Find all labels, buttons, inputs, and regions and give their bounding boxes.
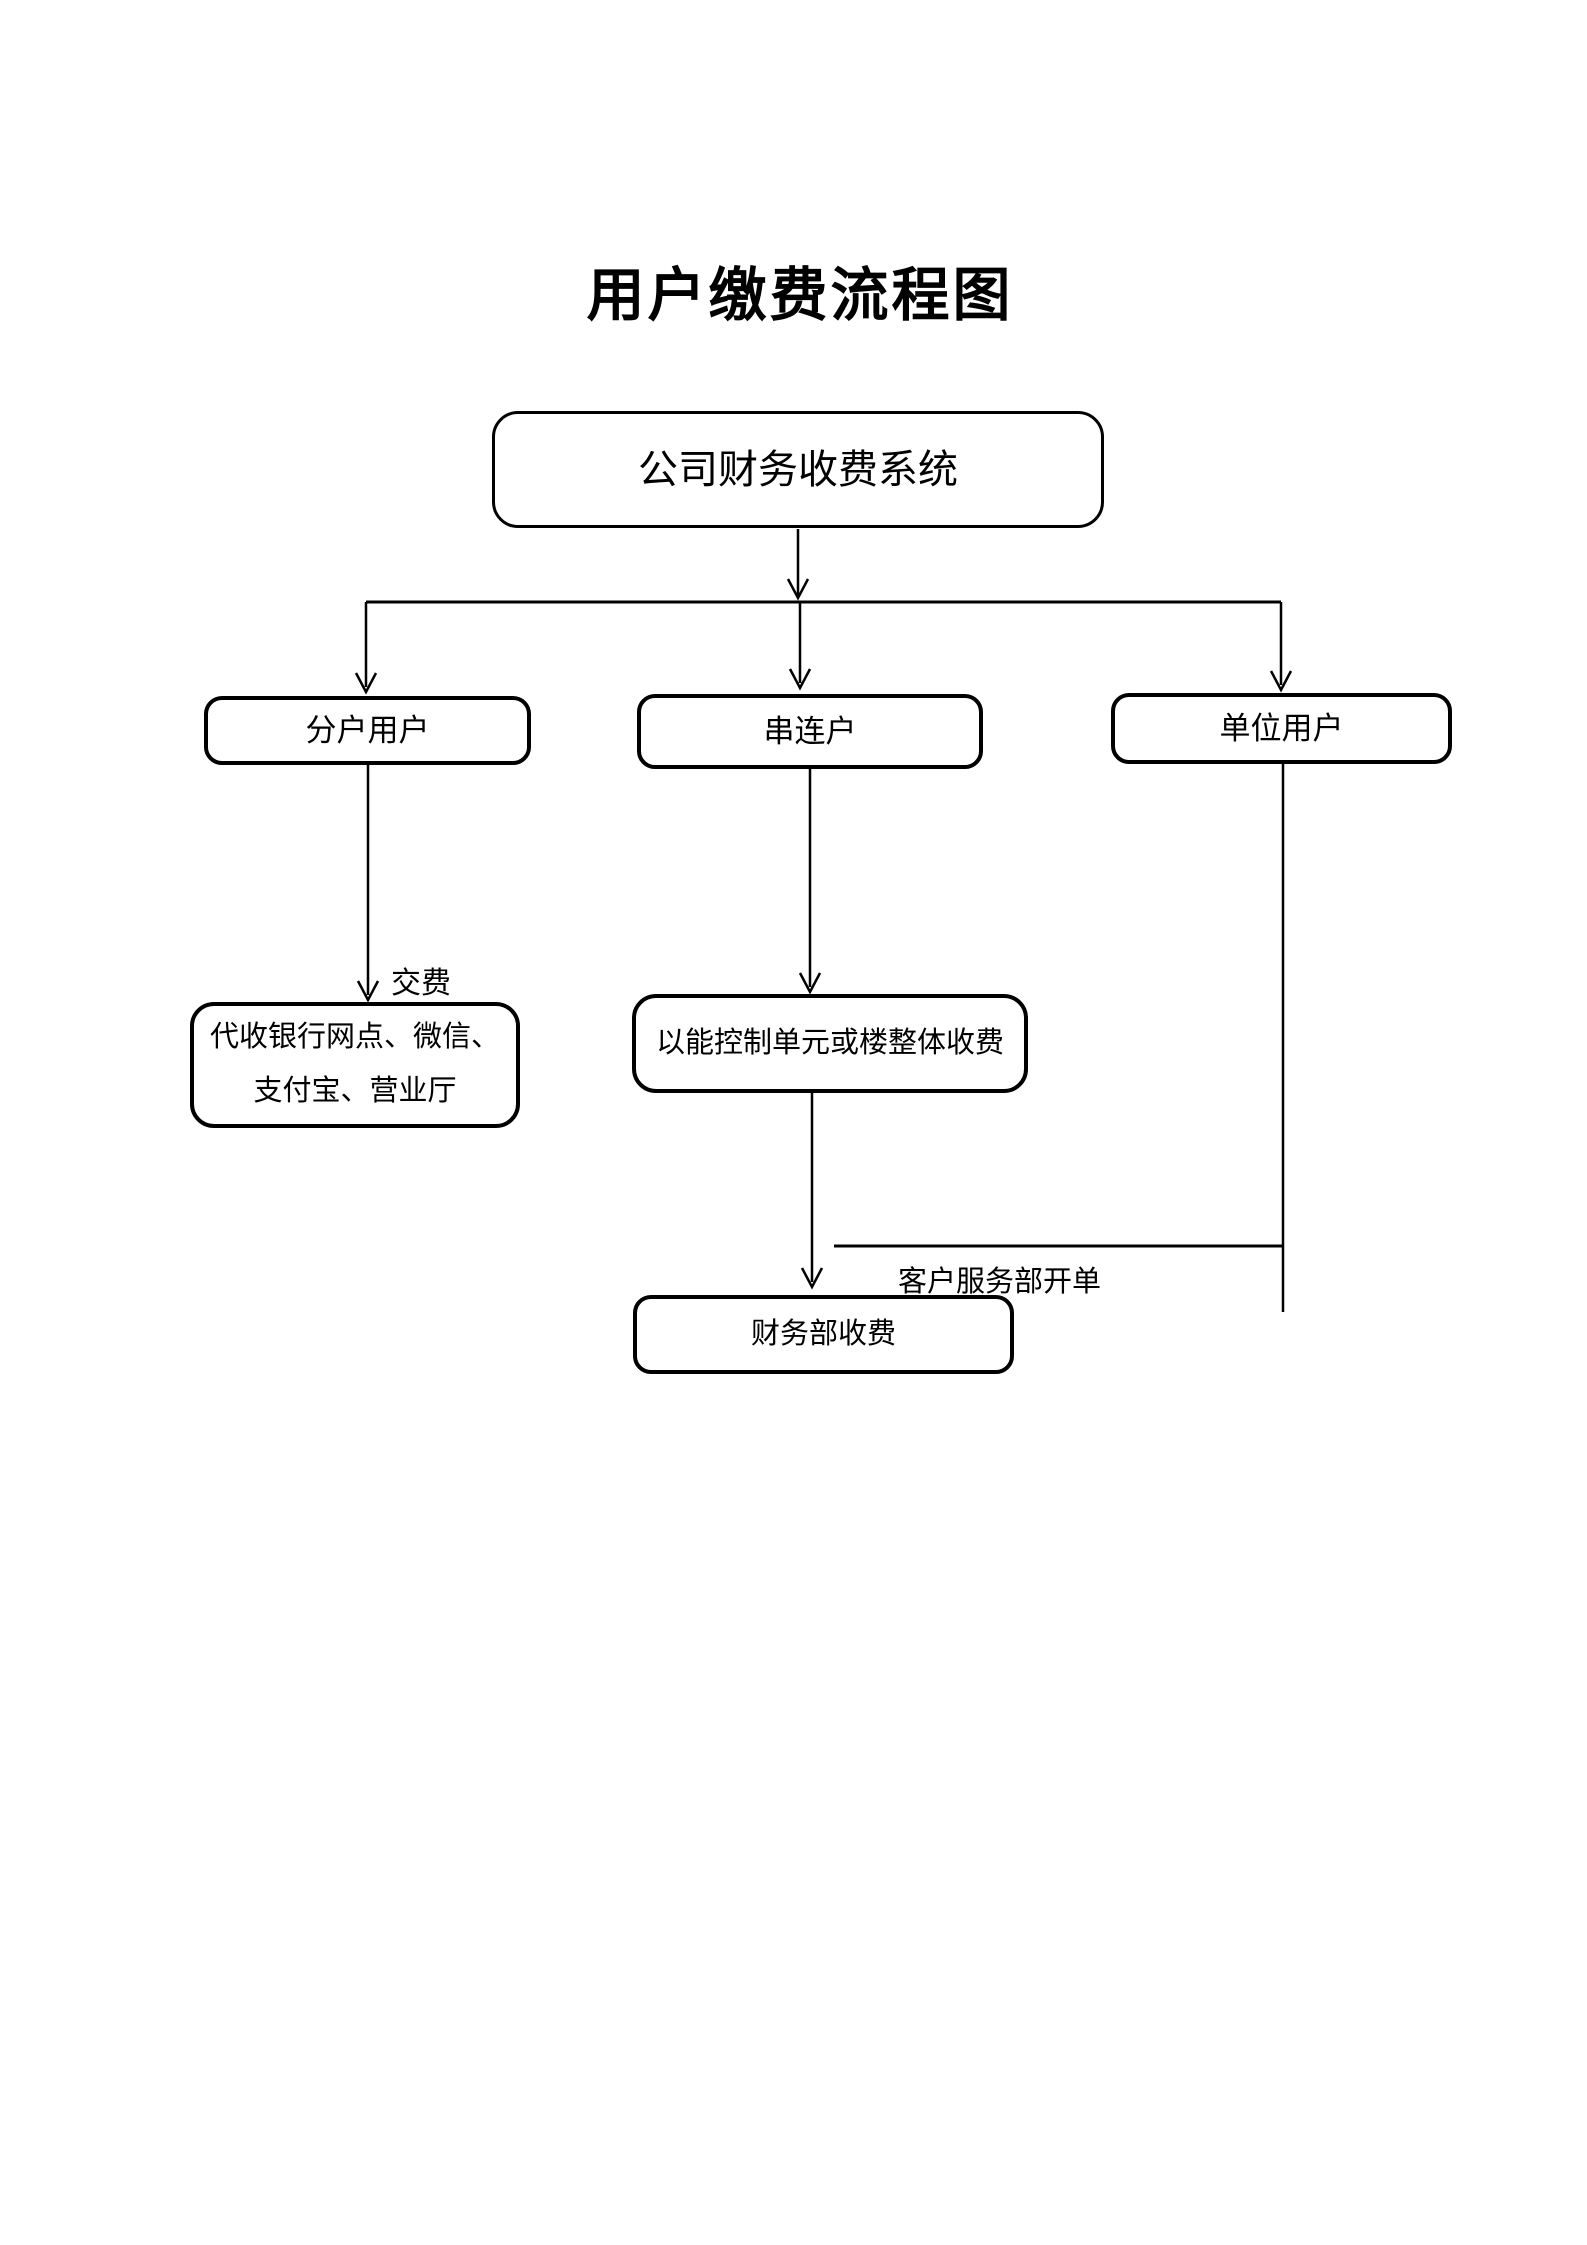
node-unit-user-label: 单位用户 [1219,710,1344,746]
arrow-series-user-to-building [798,768,822,995]
node-company-finance-system-label: 公司财务收费系统 [638,446,958,492]
node-building-unit-charging: 以能控制单元或楼整体收费 [632,994,1028,1093]
node-unit-user: 单位用户 [1111,693,1452,764]
node-series-connected-user-label: 串连户 [763,713,857,749]
node-collection-channels-line2: 支付宝、营业厅 [253,1075,457,1107]
node-collection-channels: 代收银行网点、微信、 支付宝、营业厅 [190,1002,520,1128]
node-building-unit-charging-label: 以能控制单元或楼整体收费 [655,1026,1004,1059]
node-series-connected-user: 串连户 [637,694,983,769]
arrow-to-series-user [788,602,812,691]
arrow-split-user-to-channels [356,764,380,1003]
edge-label-service-dept-billing: 客户服务部开单 [898,1266,1102,1298]
edge-label-pay-fee: 交费 [391,967,451,1000]
node-finance-dept-charging-label: 财务部收费 [750,1317,896,1350]
arrow-to-split-user [354,602,378,695]
node-company-finance-system: 公司财务收费系统 [492,411,1104,528]
page-title: 用户缴费流程图 [586,263,1014,328]
node-collection-channels-line1: 代收银行网点、微信、 [209,1021,500,1054]
node-split-household-user: 分户用户 [204,696,531,765]
node-split-household-user-label: 分户用户 [305,712,430,748]
arrow-to-unit-user [1269,602,1293,693]
arrow-building-to-finance [800,1092,824,1290]
node-finance-dept-charging: 财务部收费 [633,1295,1014,1374]
arrow-system-to-split-line [786,529,810,601]
